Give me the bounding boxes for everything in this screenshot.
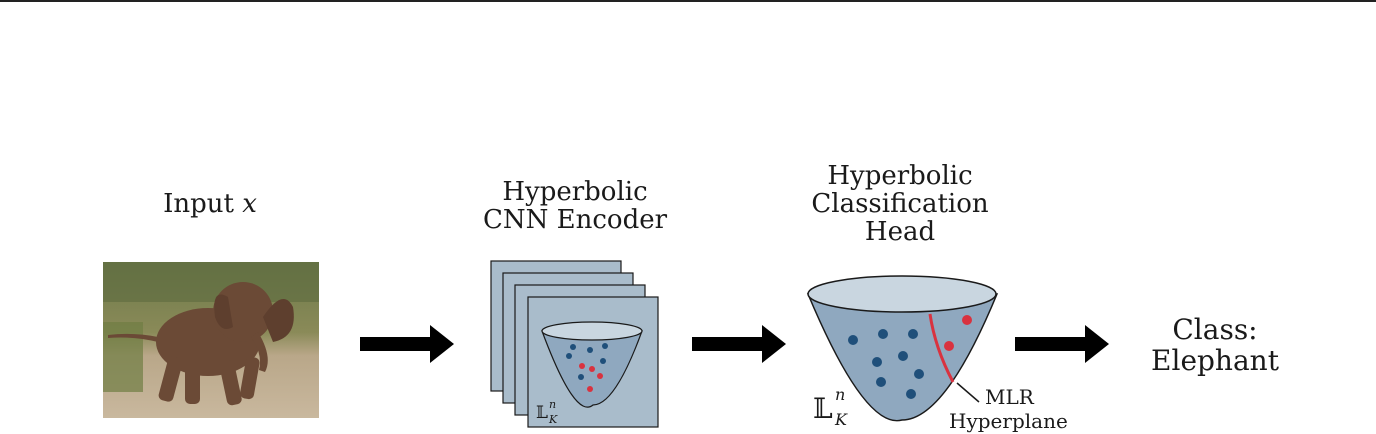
- output-class-label: Class: Elephant: [1151, 313, 1279, 377]
- encoder-feature-maps: 𝕃 n K: [490, 260, 659, 428]
- input-label: Input x: [163, 189, 257, 219]
- arrow-right-icon: [360, 325, 454, 363]
- elephant-photo: [103, 262, 319, 418]
- arrow-right-icon: [1015, 325, 1109, 363]
- svg-text:K: K: [548, 413, 558, 426]
- encoder-label: Hyperbolic CNN Encoder: [482, 177, 668, 235]
- hyperplane-label-line1: MLR: [985, 385, 1035, 409]
- svg-text:n: n: [549, 398, 556, 411]
- head-space-symbol: 𝕃: [813, 392, 833, 425]
- arrow-right-icon: [692, 325, 786, 363]
- top-rule: [0, 0, 1376, 2]
- encoder-space-symbol: 𝕃: [536, 403, 548, 423]
- hyperbolic-bowl-icon: 𝕃 n K MLR Hyperplane: [806, 275, 1068, 433]
- svg-text:n: n: [835, 385, 845, 404]
- head-label: Hyperbolic Classification Head: [811, 161, 989, 247]
- svg-text:K: K: [834, 410, 848, 429]
- hyperplane-label-line2: Hyperplane: [949, 409, 1068, 433]
